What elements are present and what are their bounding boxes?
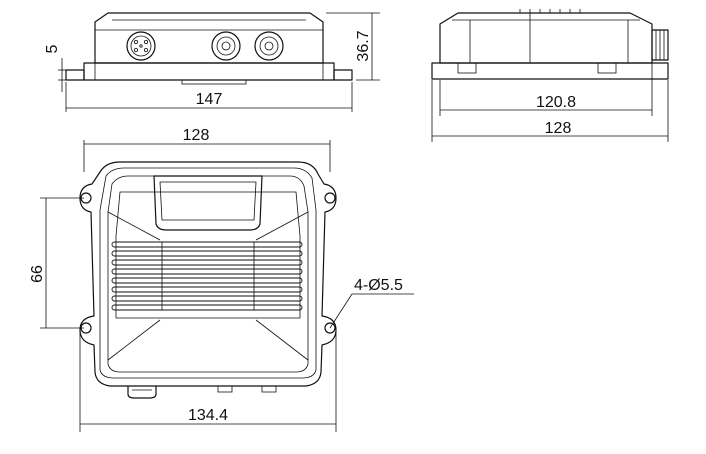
antenna-connector-1-icon	[211, 31, 241, 61]
m12-connector-icon	[126, 31, 156, 61]
dim-66-label: 66	[29, 265, 46, 283]
top-view-antenna-2	[261, 385, 277, 393]
dim-128-top-label: 128	[183, 127, 210, 144]
front-left-ear	[65, 69, 85, 81]
front-base-flange	[83, 62, 335, 81]
top-center-panel	[115, 191, 301, 319]
top-handle-recess	[153, 175, 263, 231]
side-right-foot	[597, 62, 617, 74]
side-left-foot	[457, 62, 477, 74]
dim-120-8-label: 120.8	[536, 94, 576, 111]
side-base-flange	[431, 62, 669, 80]
top-view-antenna-1	[217, 385, 233, 393]
top-view-m12-connector	[127, 386, 157, 399]
top-housing-outline	[79, 161, 337, 387]
front-right-ear	[333, 69, 353, 81]
hole-note-leader	[329, 293, 353, 329]
dim-128-side-label: 128	[545, 120, 572, 137]
dim-36-7-label: 36.7	[355, 30, 372, 61]
front-bottom-foot	[181, 79, 247, 85]
vent-slots	[111, 241, 303, 311]
dim-147-label: 147	[196, 91, 223, 108]
mount-hole-bottom-right	[324, 322, 336, 334]
top-housing-inner	[99, 167, 317, 379]
side-body-outline	[439, 12, 653, 64]
antenna-connector-2-icon	[254, 31, 284, 61]
hole-note-label: 4-Ø5.5	[354, 277, 403, 294]
mount-hole-top-right	[324, 192, 336, 204]
dim-134-4-label: 134.4	[188, 407, 228, 424]
top-view: 128	[29, 127, 414, 432]
dim-5-label: 5	[44, 44, 61, 53]
front-view: 147 36.7 5	[44, 12, 380, 112]
side-view: 120.8 128	[431, 9, 669, 142]
